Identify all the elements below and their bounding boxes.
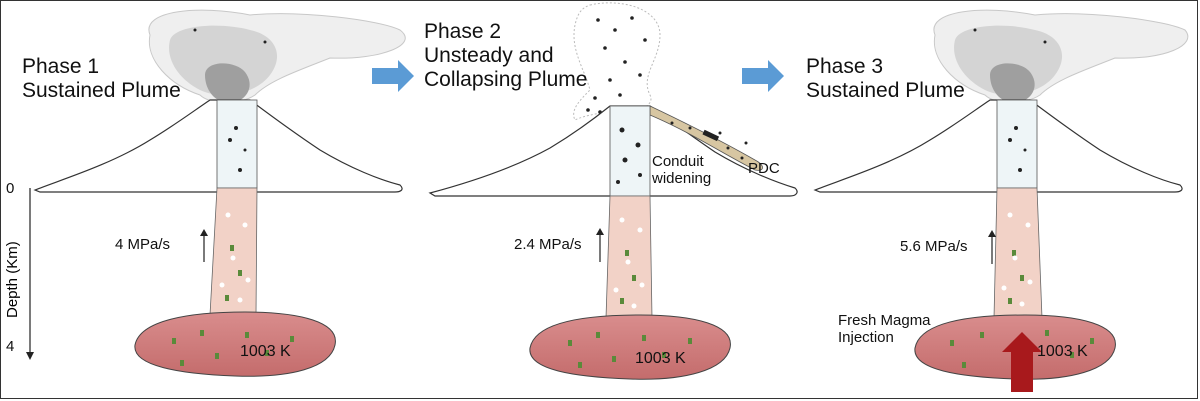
phase3-title: Phase 3 Sustained Plume bbox=[806, 55, 965, 103]
depth-axis-label: Depth (Km) bbox=[4, 241, 21, 318]
depth-tick-0: 0 bbox=[6, 180, 15, 197]
phase2-conduit-upper bbox=[609, 105, 651, 197]
phase2-title: Phase 2 Unsteady and Collapsing Plume bbox=[424, 20, 587, 92]
phase3-conduit-lower bbox=[993, 187, 1043, 319]
phase3-title-line2: Sustained Plume bbox=[806, 79, 965, 103]
phase3-plume-mid bbox=[954, 25, 1063, 95]
phase1-conduit-upper bbox=[216, 99, 258, 189]
phase1-temperature: 1003 K bbox=[240, 343, 291, 360]
phase3-injection-label: Fresh Magma Injection bbox=[838, 312, 931, 347]
phase1-title: Phase 1 Sustained Plume bbox=[22, 55, 181, 103]
phase2-pdc bbox=[649, 105, 763, 171]
depth-tick-4: 4 bbox=[6, 338, 15, 355]
phase3-temperature: 1003 K bbox=[1037, 343, 1088, 360]
phase2-temperature: 1003 K bbox=[635, 350, 686, 367]
phase2-volcano bbox=[428, 2, 798, 380]
phase2-conduit-line2: widening bbox=[652, 170, 712, 188]
phase2-rate: 2.4 MPa/s bbox=[514, 236, 582, 253]
phase1-rate: 4 MPa/s bbox=[115, 236, 171, 253]
phase1-title-line1: Phase 1 bbox=[22, 55, 100, 78]
depth-axis bbox=[26, 188, 34, 360]
phase2-title-line1: Phase 2 bbox=[424, 20, 502, 43]
phase2-conduit-label: Conduit widening bbox=[652, 153, 711, 188]
phase2-conduit-lower bbox=[605, 195, 653, 319]
phase3-plume-core bbox=[990, 63, 1035, 104]
phase2-title-line3: Collapsing Plume bbox=[424, 68, 588, 92]
phase2-magma-chamber bbox=[529, 314, 731, 380]
phase1-plume-core bbox=[205, 63, 250, 104]
phase1-plume-mid bbox=[169, 25, 278, 95]
phase3-injection-line2: Injection bbox=[838, 329, 894, 347]
phase3-volcano bbox=[813, 9, 1189, 392]
phase3-injection-line1: Fresh Magma bbox=[838, 312, 931, 329]
phase2-pdc-label: PDC bbox=[748, 160, 780, 177]
transition-arrow-2 bbox=[742, 60, 784, 92]
phase1-magma-chamber bbox=[134, 311, 336, 377]
transition-arrow-1 bbox=[372, 60, 414, 92]
phase3-conduit-upper bbox=[996, 99, 1038, 189]
phase1-conduit-lower bbox=[209, 187, 258, 316]
phase1-title-line2: Sustained Plume bbox=[22, 79, 181, 103]
phase1-volcano bbox=[33, 9, 406, 377]
phase3-rate: 5.6 MPa/s bbox=[900, 238, 968, 255]
phase2-title-line2: Unsteady and bbox=[424, 44, 554, 68]
phase2-conduit-line1: Conduit bbox=[652, 153, 704, 170]
fresh-magma-injection-arrow bbox=[1002, 332, 1042, 392]
phase3-title-line1: Phase 3 bbox=[806, 55, 884, 78]
